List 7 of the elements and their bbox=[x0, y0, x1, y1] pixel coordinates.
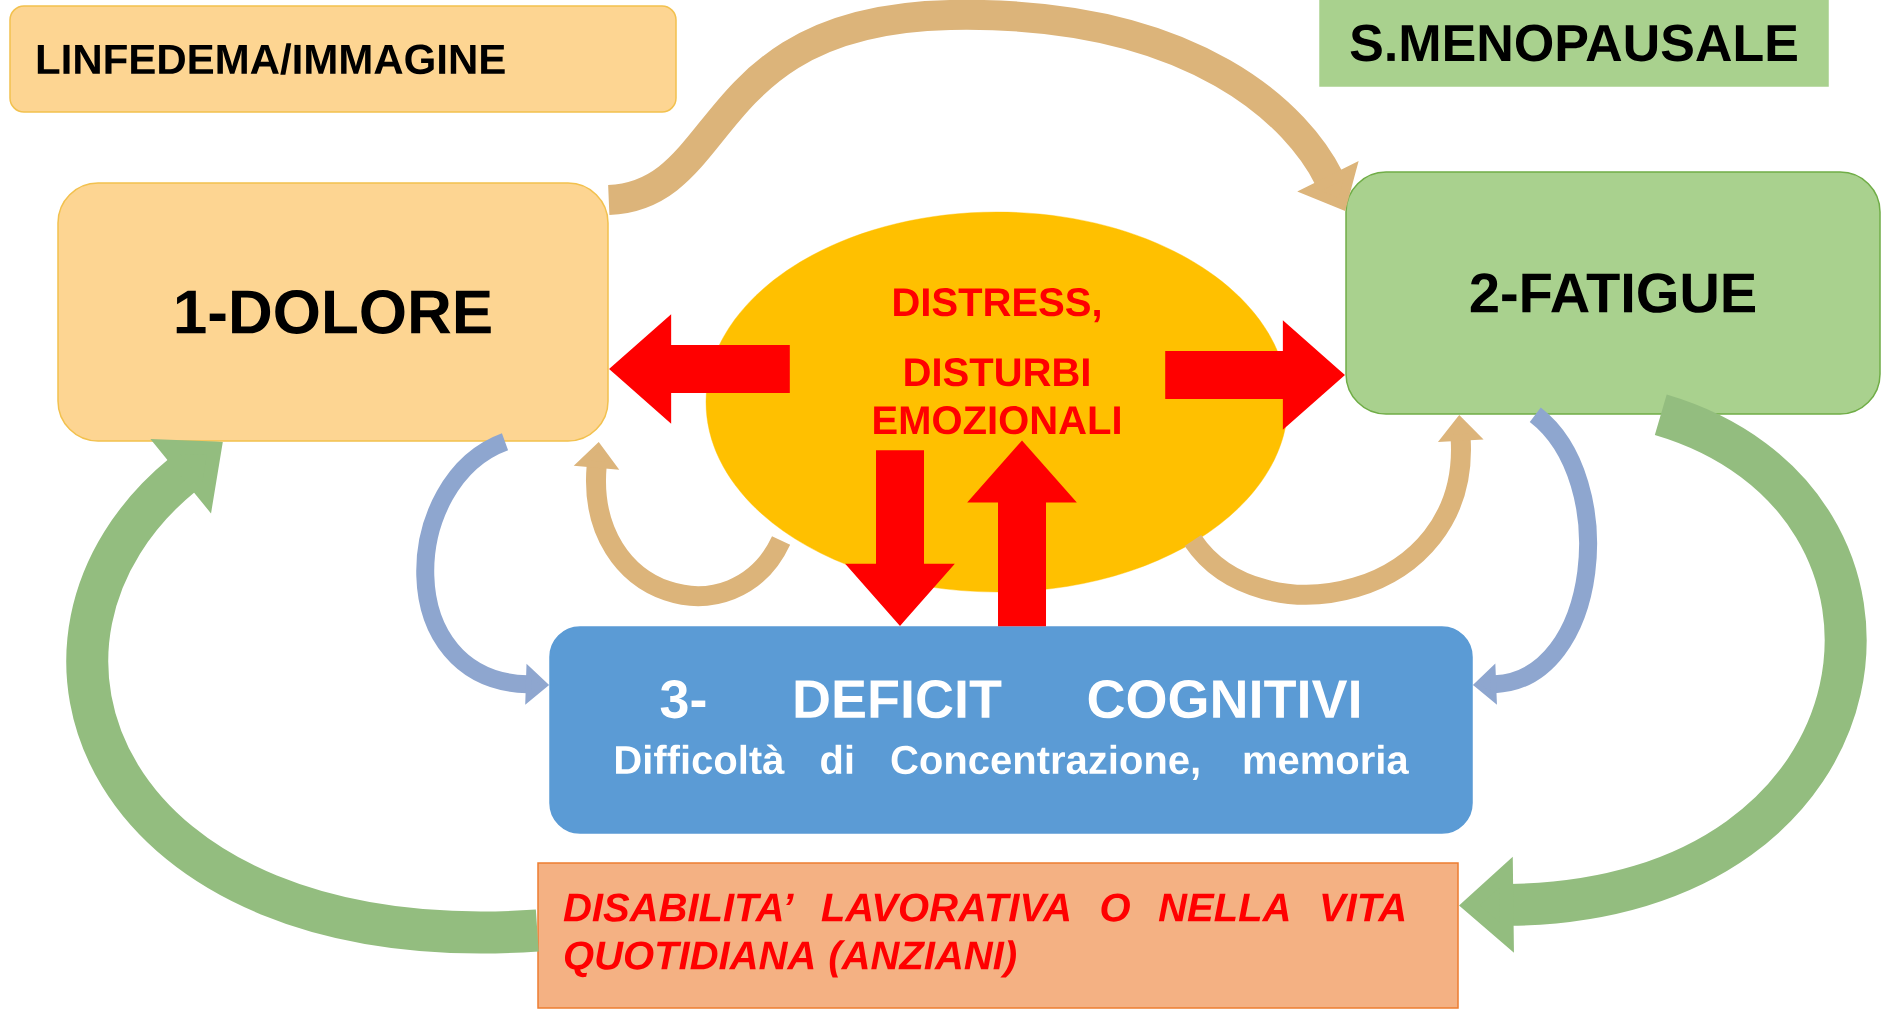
note-box: DISABILITA’ LAVORATIVA O NELLA VITA QUOTIDIANA (ANZIANI) bbox=[537, 862, 1459, 1009]
label-box: S.MENOPAUSALE bbox=[1319, 0, 1829, 87]
process-box: 2-FATIGUE bbox=[1345, 171, 1881, 415]
arrow bbox=[66, 439, 538, 952]
process-box: 1-DOLORE bbox=[57, 182, 609, 442]
label-box: LINFEDEMA/IMMAGINE bbox=[9, 5, 677, 113]
process-box: 3- DEFICIT COGNITIVI Difficoltà di Concentrazione, memoria bbox=[549, 626, 1473, 834]
